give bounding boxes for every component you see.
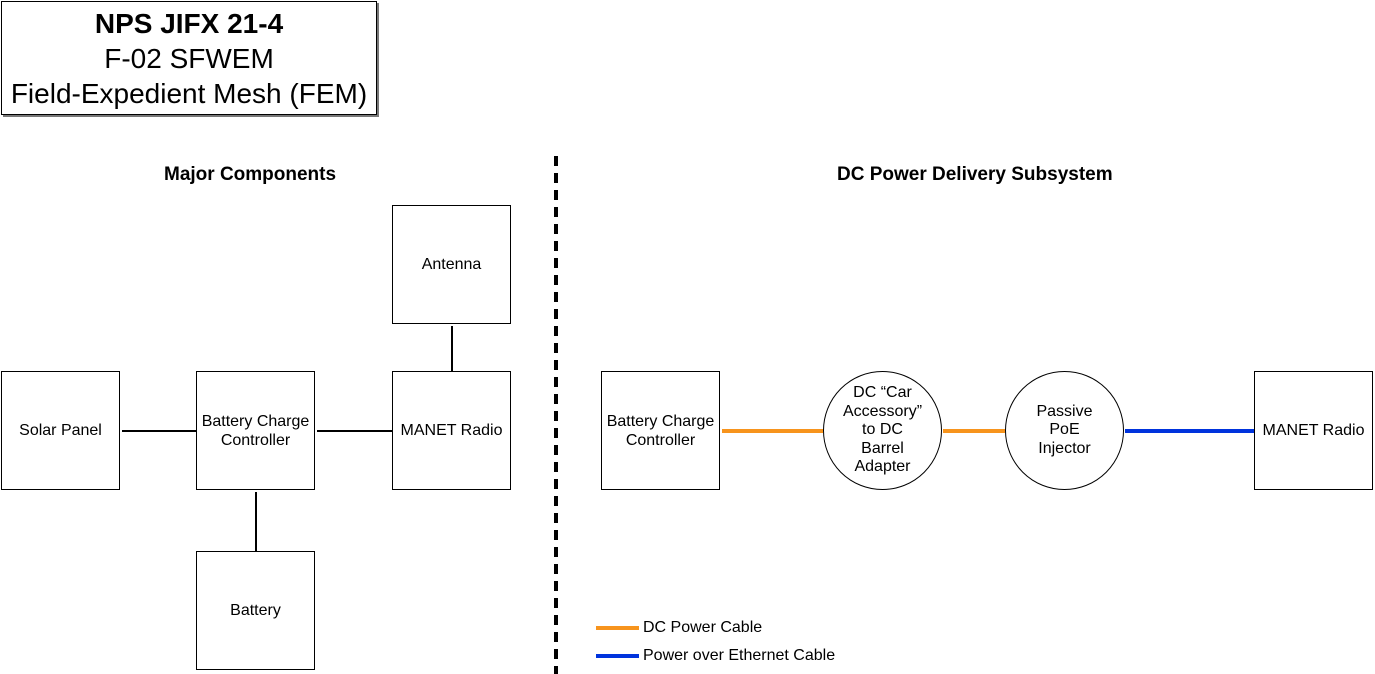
title-line-1: NPS JIFX 21-4 (94, 7, 284, 39)
battery-label: Battery (230, 602, 281, 619)
major-components-heading: Major Components (164, 164, 337, 185)
dc-charge-controller-box: Battery Charge Controller (601, 371, 720, 490)
car-adapter-node: DC “Car Accessory” to DC Barrel Adapter (823, 371, 942, 490)
dc-manet-radio-label: MANET Radio (1262, 422, 1365, 439)
dc-power-heading: DC Power Delivery Subsystem (837, 164, 1113, 185)
solar-panel-label: Solar Panel (19, 422, 102, 439)
battery-box: Battery (196, 551, 315, 670)
dc-charge-controller-label: Battery Charge Controller (606, 412, 715, 449)
legend-poe-label: Power over Ethernet Cable (643, 647, 836, 664)
title-line-3: Field-Expedient Mesh (FEM) (10, 77, 368, 109)
poe-injector-node: Passive PoE Injector (1005, 371, 1124, 490)
legend-dc-label: DC Power Cable (643, 619, 763, 636)
dc-manet-radio-box: MANET Radio (1254, 371, 1373, 490)
solar-panel-box: Solar Panel (1, 371, 120, 490)
charge-controller-box: Battery Charge Controller (196, 371, 315, 490)
charge-controller-label: Battery Charge Controller (201, 412, 310, 449)
antenna-label: Antenna (421, 256, 482, 273)
title-line-2: F-02 SFWEM (104, 42, 274, 74)
manet-radio-box: MANET Radio (392, 371, 511, 490)
car-adapter-label: DC “Car Accessory” to DC Barrel Adapter (842, 384, 923, 476)
manet-radio-label: MANET Radio (400, 422, 503, 439)
antenna-box: Antenna (392, 205, 511, 324)
title-block: NPS JIFX 21-4 F-02 SFWEM Field-Expedient… (1, 1, 377, 115)
poe-injector-label: Passive PoE Injector (1036, 402, 1093, 457)
